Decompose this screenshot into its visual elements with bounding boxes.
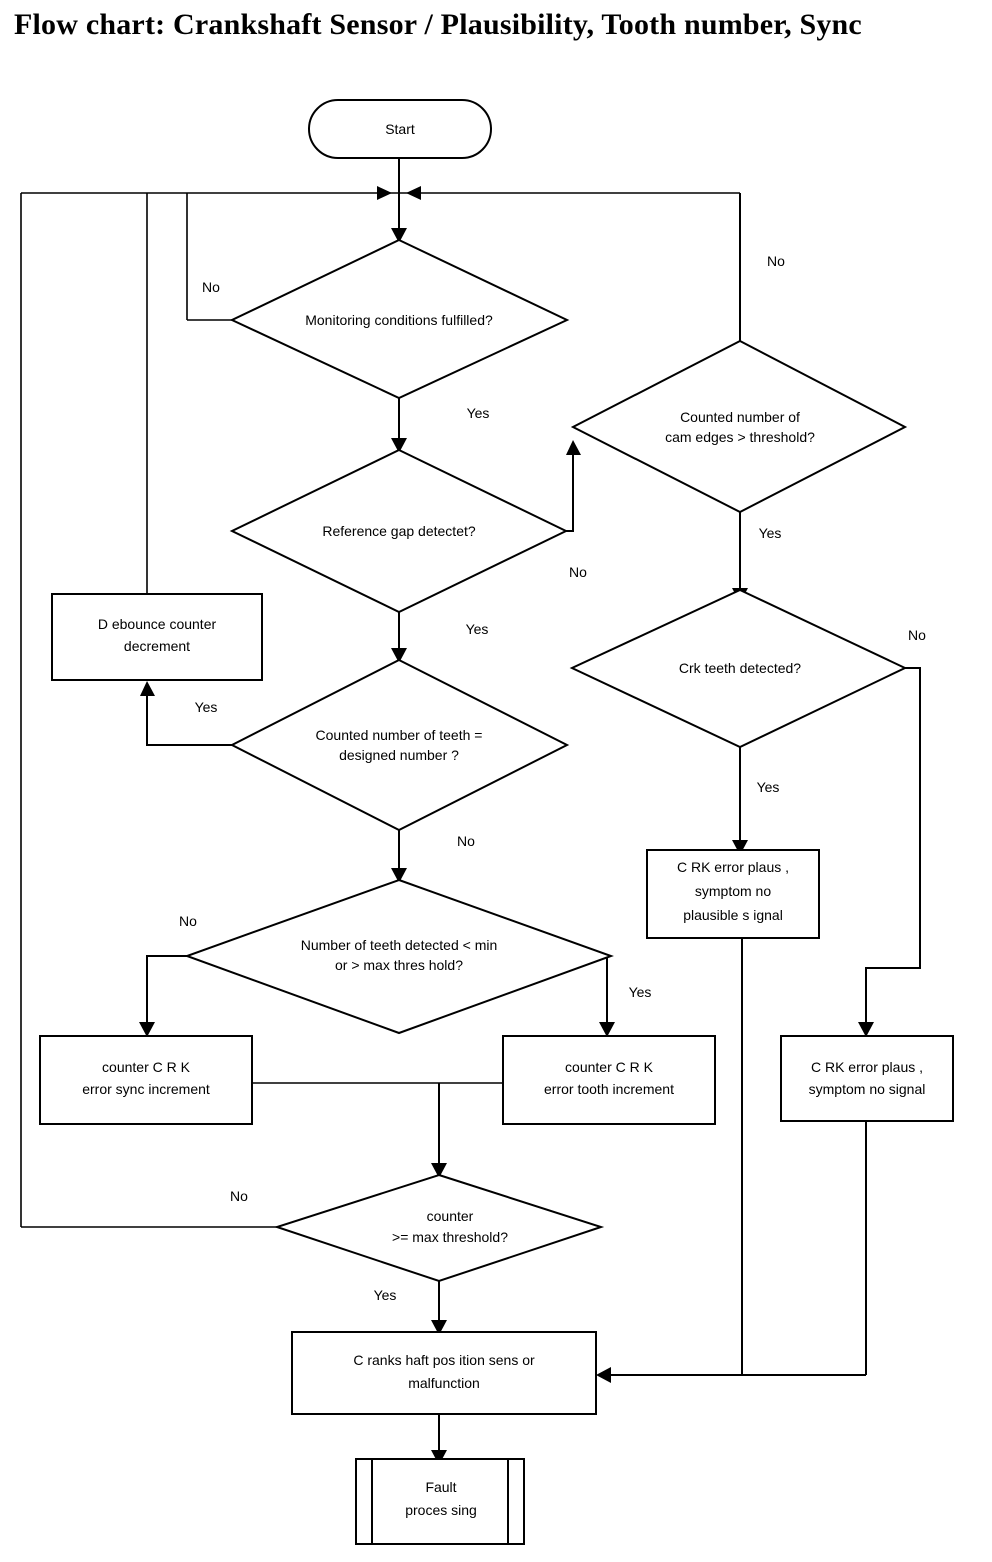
cam-edges-label-line2: cam edges > threshold? (665, 429, 815, 445)
counter-sync-line2: error sync increment (82, 1081, 210, 1097)
edge-label-monitoring-yes: Yes (467, 405, 490, 421)
edge-label-cnt-yes: Yes (374, 1287, 397, 1303)
edge-label-teeth-eq-yes: Yes (195, 699, 218, 715)
teeth-threshold-diamond (184, 878, 614, 1035)
node-teeth-threshold[interactable]: Number of teeth detected < min or > max … (184, 878, 614, 1035)
counter-max-threshold-diamond (273, 1173, 605, 1283)
start-terminator-shape (308, 99, 492, 159)
connector-thresh-yes (606, 955, 611, 1030)
cam-edges-diamond (570, 339, 908, 514)
edge-label-thresh-no: No (179, 913, 197, 929)
arrow-into-cam-edges (566, 440, 581, 455)
fault-processing-line1: Fault (425, 1479, 456, 1495)
rail-arrow-left (377, 186, 392, 200)
node-crk-error-plaus-signal[interactable]: C RK error plaus , symptom no plausible … (646, 849, 820, 939)
arrow-into-cnt-sync (139, 1022, 155, 1037)
node-counter-max-threshold[interactable]: counter >= max threshold? (273, 1173, 605, 1283)
crk-error-no-signal-line2: symptom no signal (809, 1081, 926, 1097)
edge-label-thresh-yes: Yes (629, 984, 652, 1000)
teeth-equals-label-line1: Counted number of teeth = (316, 727, 483, 743)
crankshaft-malfunction-line2: malfunction (408, 1375, 480, 1391)
node-fault-processing[interactable]: Fault proces sing (355, 1458, 525, 1545)
fault-processing-box (355, 1458, 525, 1545)
crk-teeth-label: Crk teeth detected? (679, 660, 801, 676)
arrow-into-ref-gap (391, 438, 407, 453)
arrow-into-crk-malfunction (431, 1320, 447, 1335)
arrow-into-cnt-max (431, 1163, 447, 1178)
crk-error-no-signal-box (780, 1035, 954, 1122)
arrow-into-err-plaus-sig (732, 840, 748, 855)
node-crk-teeth[interactable]: Crk teeth detected? (569, 588, 908, 749)
edge-label-monitoring-no: No (202, 279, 220, 295)
edge-label-cnt-no: No (230, 1188, 248, 1204)
edge-label-ref-no: No (569, 564, 587, 580)
node-start[interactable]: Start (308, 99, 492, 159)
debounce-counter-box (51, 593, 263, 681)
teeth-equals-diamond (229, 658, 570, 832)
connector-teeth-eq-yes (146, 686, 232, 746)
arrow-into-mon-cond (391, 228, 407, 243)
counter-max-line1: counter (427, 1208, 474, 1224)
crk-error-no-signal-line1: C RK error plaus , (811, 1059, 923, 1075)
counter-sync-increment-box (39, 1035, 253, 1125)
node-reference-gap[interactable]: Reference gap detectet? (229, 448, 569, 614)
fault-processing-line2: proces sing (405, 1502, 477, 1518)
monitoring-conditions-diamond (229, 238, 570, 400)
node-counter-sync-increment[interactable]: counter C R K error sync increment (39, 1035, 253, 1125)
counter-tooth-increment-box (502, 1035, 716, 1125)
arrow-into-cnt-tooth (599, 1022, 615, 1037)
node-crk-error-no-signal[interactable]: C RK error plaus , symptom no signal (780, 1035, 954, 1122)
connector-thresh-no (146, 955, 187, 1030)
edge-label-crk-yes: Yes (757, 779, 780, 795)
node-debounce-counter[interactable]: D ebounce counter decrement (51, 593, 263, 681)
crankshaft-malfunction-line1: C ranks haft pos ition sens or (353, 1352, 535, 1368)
arrow-into-malfunction-right (596, 1367, 611, 1383)
crankshaft-malfunction-box (291, 1331, 597, 1415)
edge-label-teeth-eq-no: No (457, 833, 475, 849)
teeth-threshold-label-line2: or > max thres hold? (335, 957, 463, 973)
teeth-threshold-label-line1: Number of teeth detected < min (301, 937, 498, 953)
arrow-into-err-no-sig (858, 1022, 874, 1037)
counter-max-line2: >= max threshold? (392, 1229, 508, 1245)
rail-arrow-right (406, 186, 421, 200)
node-monitoring-conditions[interactable]: Monitoring conditions fulfilled? (229, 238, 570, 400)
node-teeth-equals-designed[interactable]: Counted number of teeth = designed numbe… (229, 658, 570, 832)
reference-gap-diamond (229, 448, 569, 614)
counter-tooth-line2: error tooth increment (544, 1081, 674, 1097)
edge-label-ref-yes: Yes (466, 621, 489, 637)
connector-crk-no (865, 667, 921, 1030)
edge-label-cam-yes: Yes (759, 525, 782, 541)
teeth-equals-label-line2: designed number ? (339, 747, 459, 763)
counter-tooth-line1: counter C R K (565, 1059, 654, 1075)
arrow-into-debounce (140, 681, 155, 696)
edge-label-crk-no: No (908, 627, 926, 643)
crk-error-plaus-signal-line2: symptom no (695, 883, 771, 899)
reference-gap-label: Reference gap detectet? (322, 523, 476, 539)
page-title: Flow chart: Crankshaft Sensor / Plausibi… (14, 8, 862, 41)
start-label: Start (385, 121, 415, 137)
arrow-into-teeth-eq (391, 648, 407, 663)
crk-teeth-diamond (569, 588, 908, 749)
crk-error-plaus-signal-line3: plausible s ignal (683, 907, 783, 923)
node-counter-tooth-increment[interactable]: counter C R K error tooth increment (502, 1035, 716, 1125)
cam-edges-label-line1: Counted number of (680, 409, 800, 425)
arrow-into-fault-proc (431, 1450, 447, 1465)
monitoring-conditions-label: Monitoring conditions fulfilled? (305, 312, 493, 328)
crk-error-plaus-signal-line1: C RK error plaus , (677, 859, 789, 875)
arrow-into-teeth-thresh (391, 868, 407, 883)
node-cam-edges[interactable]: Counted number of cam edges > threshold? (570, 339, 908, 514)
crk-error-plaus-signal-box (646, 849, 820, 939)
debounce-label-line1: D ebounce counter (98, 616, 217, 632)
node-crankshaft-malfunction[interactable]: C ranks haft pos ition sens or malfuncti… (291, 1331, 597, 1415)
edge-label-cam-no: No (767, 253, 785, 269)
debounce-label-line2: decrement (124, 638, 190, 654)
counter-sync-line1: counter C R K (102, 1059, 191, 1075)
connector-ref-no (566, 445, 574, 532)
